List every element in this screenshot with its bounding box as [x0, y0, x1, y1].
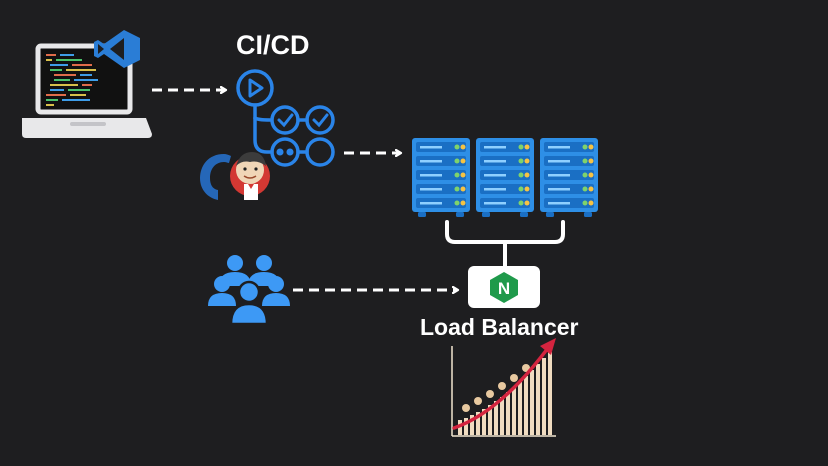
vscode-icon	[94, 30, 140, 68]
load-balancer-label: Load Balancer	[420, 314, 579, 340]
users-icon	[208, 255, 290, 326]
code-lines	[46, 54, 98, 106]
jenkins-icon	[230, 152, 270, 200]
nginx-letter: N	[498, 279, 510, 298]
growth-chart-icon	[451, 338, 556, 437]
server-rack-2	[476, 138, 534, 217]
server-rack-3	[540, 138, 598, 217]
github-icon	[200, 154, 231, 200]
nginx-icon: N	[490, 272, 518, 303]
pipeline-icon	[236, 69, 335, 167]
load-balancer-box: N	[468, 266, 540, 308]
server-rack-1	[412, 138, 470, 217]
server-connector	[445, 220, 565, 268]
laptop-icon	[22, 43, 152, 138]
server-rack-icon	[412, 138, 598, 217]
cicd-title: CI/CD	[236, 30, 310, 60]
